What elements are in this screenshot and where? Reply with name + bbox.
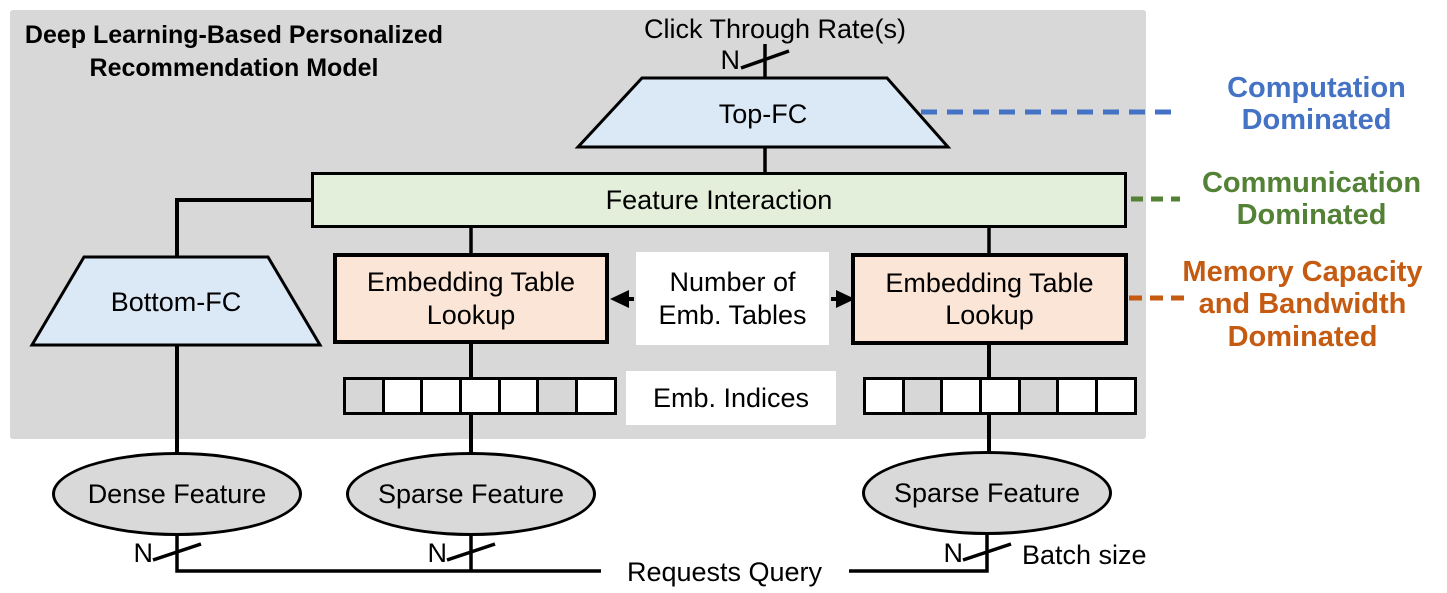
- emb-index-cell: [1095, 377, 1137, 415]
- emb-index-cell: [497, 377, 540, 415]
- embedding-lookup-left-line1: Embedding Table: [366, 267, 576, 298]
- emb-indices-callout: Emb. Indices: [626, 371, 836, 425]
- emb-index-cell: [1056, 377, 1099, 415]
- emb-indices-label: Emb. Indices: [652, 382, 810, 413]
- diagram-title-line1: Deep Learning-Based Personalized: [24, 21, 444, 49]
- dim-n-dense: N: [133, 538, 154, 568]
- embedding-lookup-left-line2: Lookup: [426, 299, 516, 330]
- emb-index-cell: [381, 377, 424, 415]
- emb-index-cell: [863, 377, 905, 415]
- dim-slash-sparse-left: [446, 542, 496, 562]
- sparse-feature-left-ellipse: Sparse Feature: [346, 452, 596, 536]
- dim-slash-dense: [152, 542, 202, 562]
- emb-indices-row-left: [343, 377, 617, 415]
- bottom-fc-label: Bottom-FC: [110, 287, 242, 317]
- feature-interaction-block: Feature Interaction: [311, 172, 1127, 228]
- memory-dominated-line1: Memory Capacity: [1182, 256, 1423, 288]
- computation-dominated-label: Computation Dominated: [1186, 72, 1447, 137]
- embedding-lookup-left-block: Embedding Table Lookup: [333, 253, 609, 344]
- communication-dominated-line1: Communication: [1201, 167, 1422, 199]
- requests-query-label: Requests Query: [626, 557, 823, 587]
- requests-line-left: [175, 534, 601, 573]
- communication-dominated-line2: Dominated: [1236, 199, 1387, 232]
- embedding-lookup-right-block: Embedding Table Lookup: [851, 253, 1128, 345]
- batch-size-label: Batch size: [1022, 540, 1147, 570]
- feature-interaction-label: Feature Interaction: [605, 184, 833, 215]
- emb-index-cell: [420, 377, 463, 415]
- computation-dominated-line1: Computation: [1227, 72, 1406, 104]
- dense-feature-ellipse: Dense Feature: [52, 452, 302, 536]
- diagram-title: Deep Learning-Based Personalized Recomme…: [14, 19, 454, 85]
- dense-feature-label: Dense Feature: [87, 478, 267, 509]
- sparse-feature-right-label: Sparse Feature: [893, 477, 1081, 508]
- sparse-feature-right-ellipse: Sparse Feature: [862, 451, 1112, 535]
- memory-dominated-label: Memory Capacity and Bandwidth Dominated: [1158, 256, 1447, 353]
- memory-dominated-line3: Dominated: [1227, 320, 1378, 353]
- emb-index-cell: [940, 377, 983, 415]
- emb-index-cell-shaded: [1017, 377, 1060, 415]
- communication-dominated-label: Communication Dominated: [1176, 167, 1447, 232]
- emb-index-cell-shaded: [536, 377, 579, 415]
- embedding-lookup-right-line2: Lookup: [945, 300, 1034, 330]
- emb-index-cell: [575, 377, 617, 415]
- num-emb-tables-line2: Emb. Tables: [658, 299, 807, 330]
- emb-index-cell-shaded: [343, 377, 385, 415]
- emb-index-cell: [979, 377, 1021, 415]
- computation-dominated-line2: Dominated: [1241, 104, 1392, 137]
- requests-line-right: [849, 533, 989, 573]
- click-through-rate-label: Click Through Rate(s): [643, 14, 907, 44]
- emb-indices-row-right: [863, 377, 1137, 415]
- diagram-title-line2: Recommendation Model: [89, 54, 379, 82]
- dim-n-sparse-left: N: [427, 538, 448, 568]
- sparse-feature-left-label: Sparse Feature: [377, 478, 565, 509]
- dim-n-sparse-right: N: [943, 538, 964, 568]
- emb-index-cell: [459, 377, 501, 415]
- dim-slash-sparse-right: [962, 542, 1012, 562]
- memory-dominated-line2: and Bandwidth: [1198, 288, 1407, 321]
- num-emb-tables-line1: Number of: [669, 266, 796, 297]
- emb-index-cell-shaded: [901, 377, 944, 415]
- embedding-lookup-right-line1: Embedding Table: [885, 267, 1094, 298]
- dim-n-top: N: [720, 45, 741, 75]
- num-emb-tables-callout: Number of Emb. Tables: [636, 252, 829, 345]
- top-fc-label: Top-FC: [718, 99, 808, 129]
